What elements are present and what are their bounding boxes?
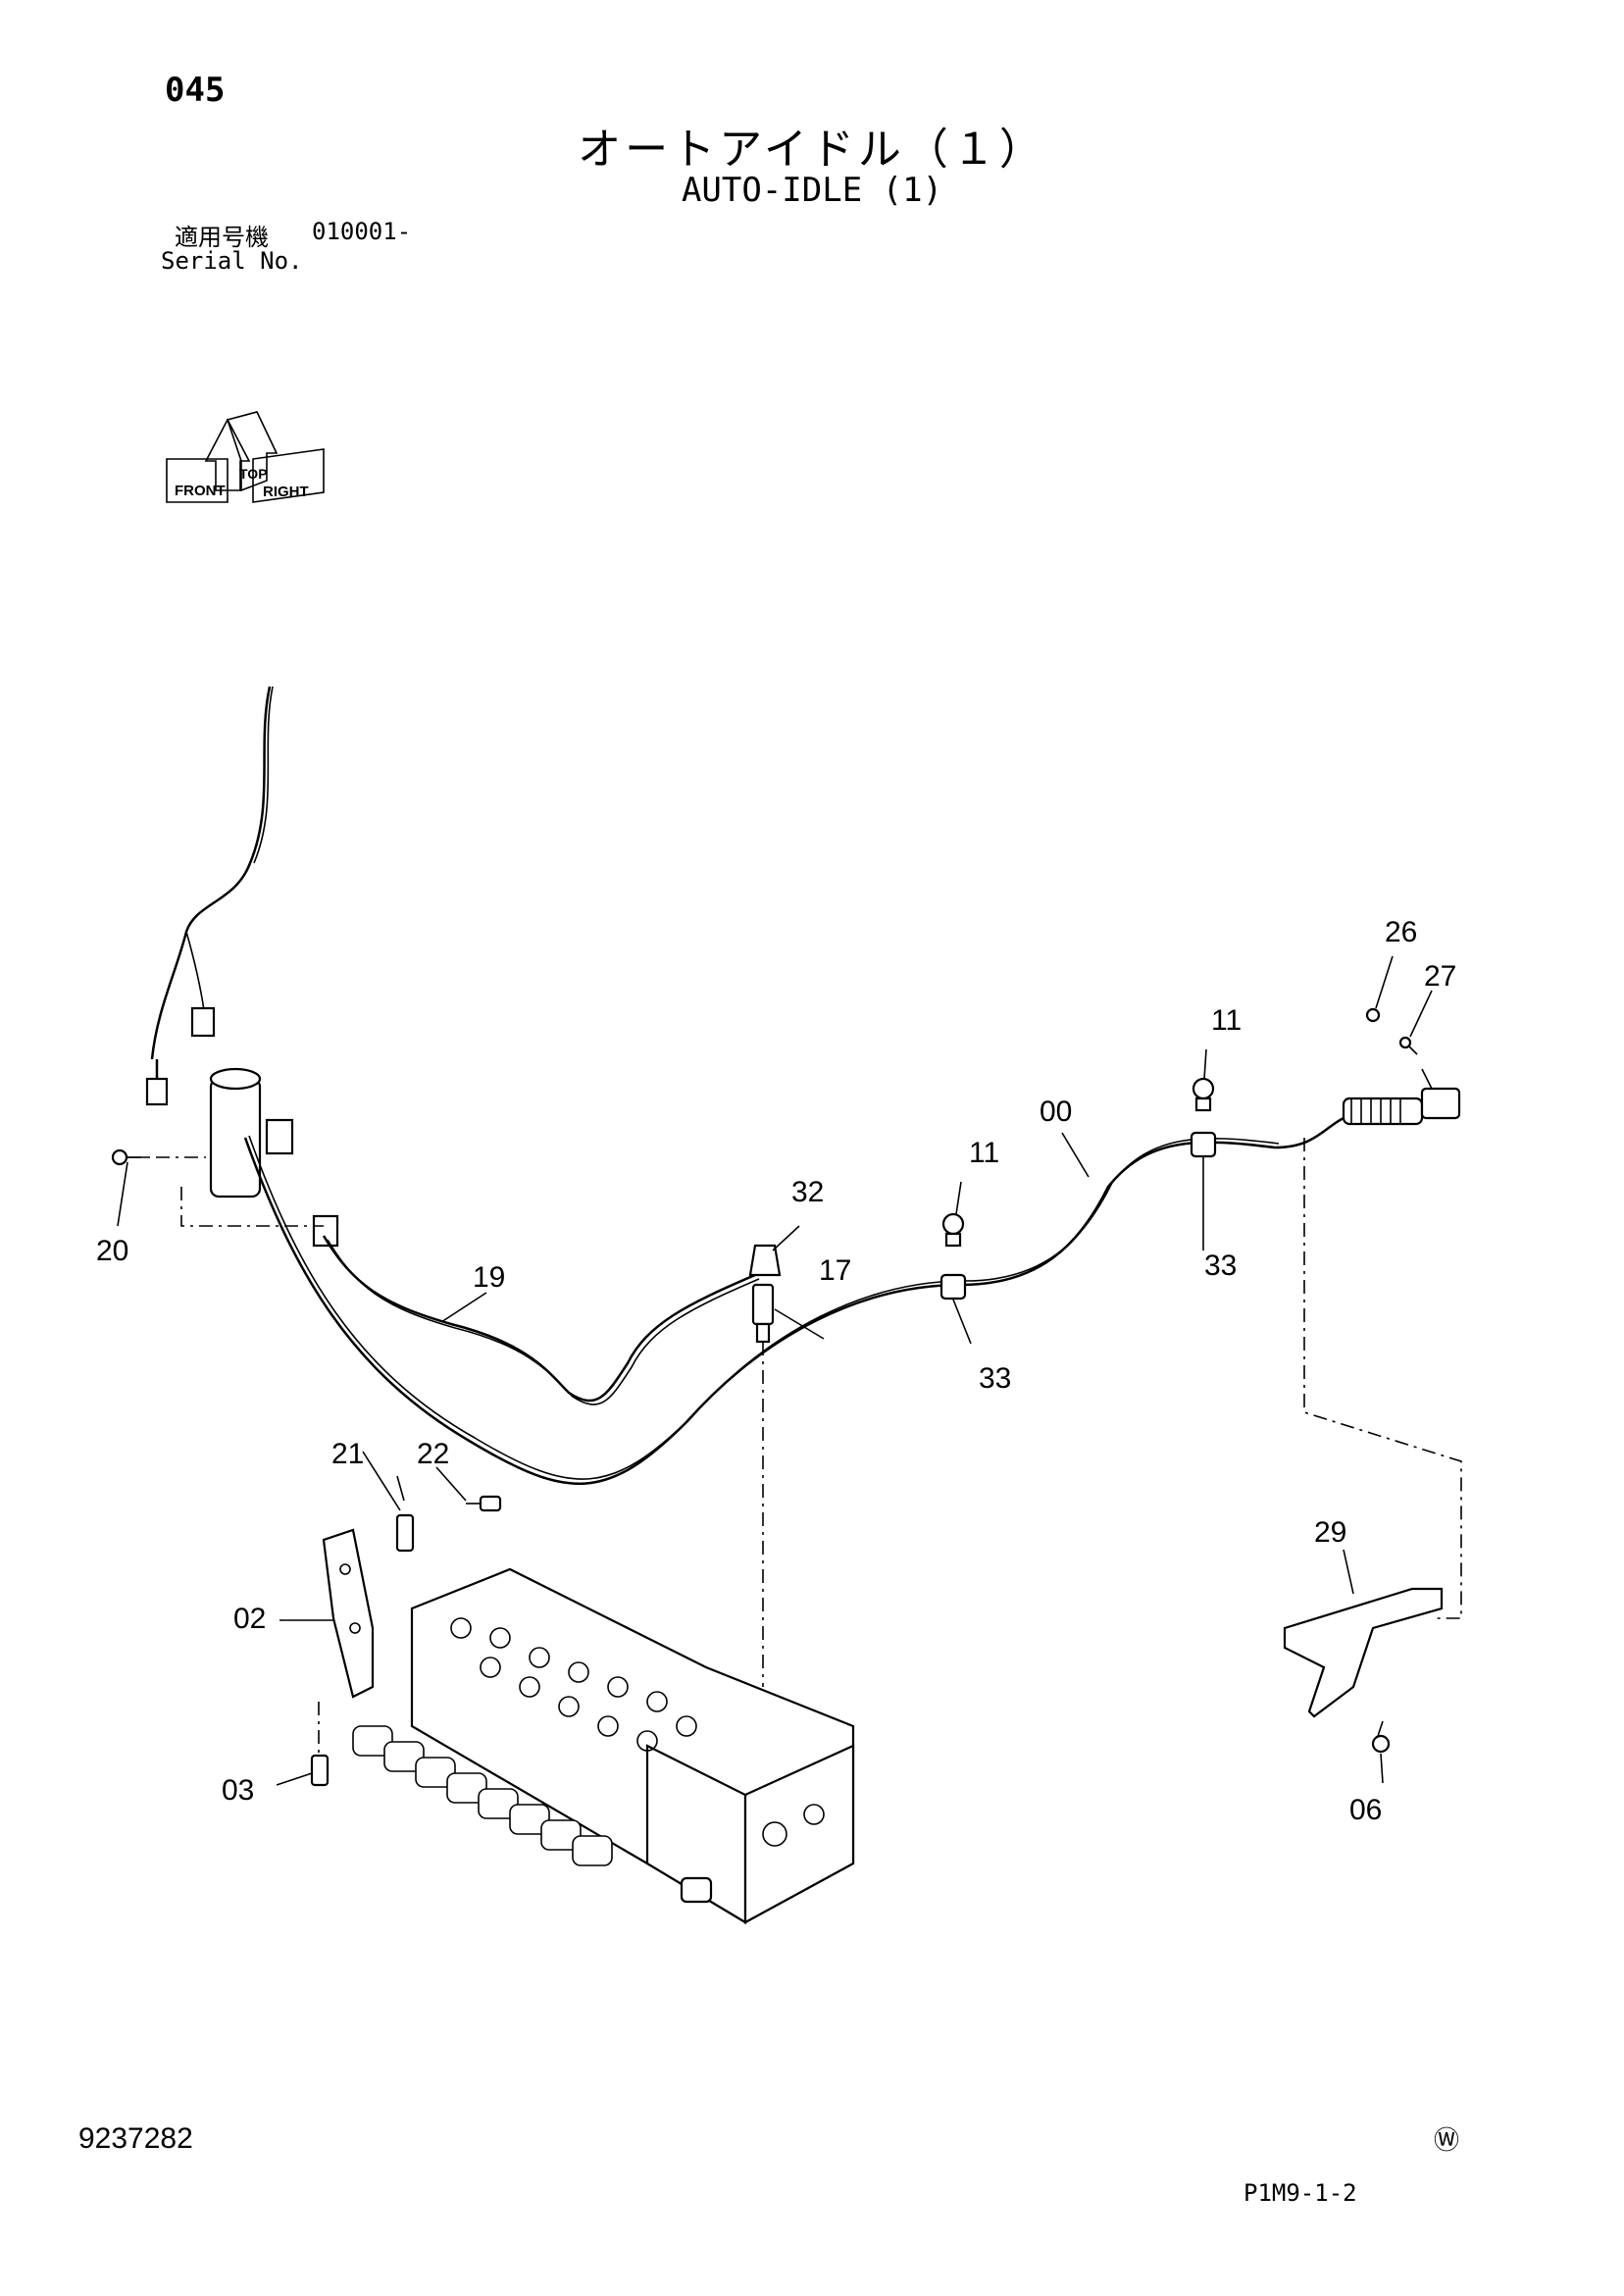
clamp-icon: [939, 1077, 1217, 1301]
callout-33-right: 33: [1204, 1250, 1237, 1282]
orientation-label-front: FRONT: [175, 483, 226, 499]
callout-29: 29: [1314, 1516, 1346, 1549]
document-number: 9237282: [78, 2122, 193, 2155]
callout-11-right: 11: [1211, 1004, 1242, 1037]
callout-19: 19: [473, 1261, 505, 1294]
orientation-arrow-icon: FRONT RIGHT TOP: [166, 411, 325, 503]
pressure-switch-icon: [748, 1244, 782, 1687]
callout-22: 22: [417, 1438, 449, 1470]
wiring-harness: [145, 686, 274, 1106]
leader-lines: [117, 955, 1433, 1786]
callout-20: 20: [96, 1235, 128, 1267]
serial-label-english: Serial No.: [161, 247, 303, 275]
callout-27: 27: [1424, 960, 1456, 993]
callout-00: 00: [1040, 1096, 1072, 1128]
callout-06: 06: [1349, 1794, 1382, 1826]
page-title-english: AUTO-IDLE (1): [681, 171, 943, 210]
page-reference: P1M9-1-2: [1243, 2179, 1357, 2207]
page-title-japanese: オートアイドル（１）: [578, 125, 1046, 175]
callout-11-left: 11: [969, 1137, 999, 1169]
callout-02: 02: [233, 1603, 266, 1635]
callout-33-left: 33: [979, 1362, 1011, 1395]
cable-00: [243, 1116, 1345, 1486]
orientation-label-top: TOP: [239, 466, 268, 482]
harness-19: [322, 1235, 756, 1403]
callout-03: 03: [222, 1774, 254, 1807]
control-valve-block: [352, 1567, 855, 1924]
cable-spring-end: [1342, 1007, 1461, 1126]
page-number: 045: [165, 71, 226, 110]
solenoid-assembly: [127, 1067, 339, 1248]
w-mark: Ⓦ: [1434, 2126, 1460, 2156]
bracket-29: [1283, 1587, 1444, 1754]
callout-21: 21: [331, 1438, 364, 1470]
serial-number-value: 010001-: [312, 218, 412, 245]
callout-17: 17: [819, 1254, 851, 1287]
bracket-02: [310, 1475, 502, 1787]
callout-26: 26: [1385, 916, 1417, 948]
bolt-icon: [111, 1148, 147, 1166]
serial-label-japanese: 適用号機: [175, 224, 269, 251]
orientation-label-right: RIGHT: [263, 484, 309, 500]
callout-32: 32: [791, 1176, 824, 1208]
